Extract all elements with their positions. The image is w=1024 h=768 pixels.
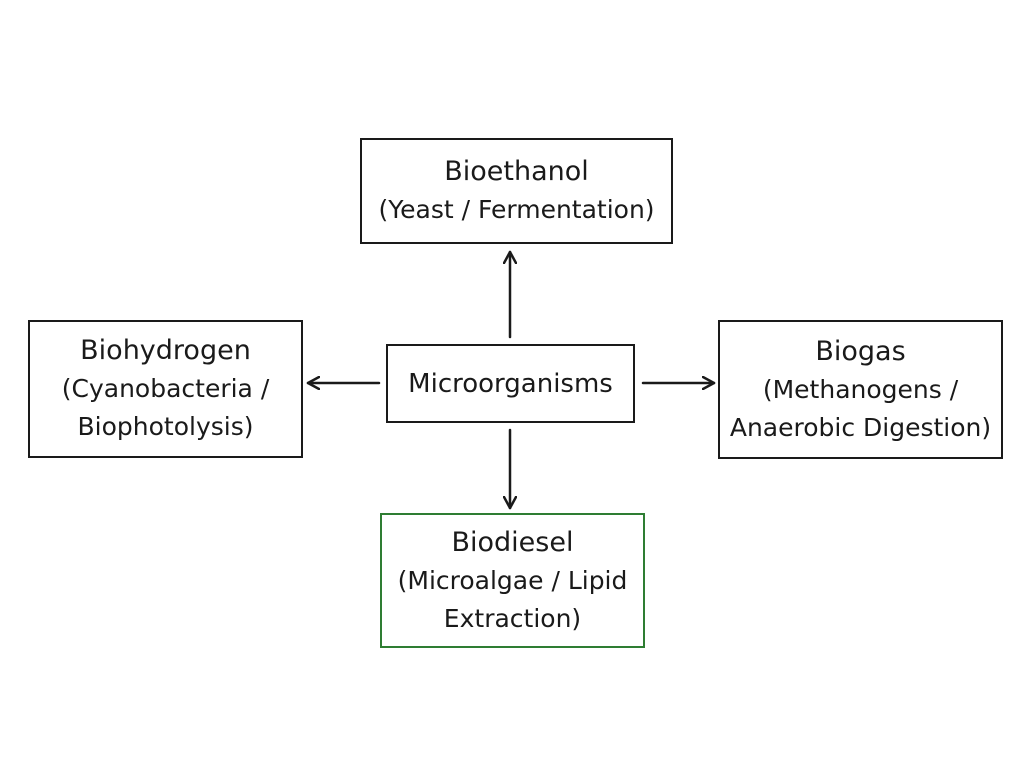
biohydrogen-title: Biohydrogen bbox=[80, 335, 251, 366]
biogas-detail-line: Anaerobic Digestion) bbox=[729, 412, 992, 442]
bioethanol-node: Bioethanol (Yeast / Fermentation) bbox=[360, 138, 673, 244]
biodiesel-node: Biodiesel (Microalgae / Lipid Extraction… bbox=[380, 513, 645, 648]
biogas-detail-line: (Methanogens / bbox=[762, 374, 959, 404]
biogas-title: Biogas bbox=[815, 335, 906, 367]
biohydrogen-detail-line: Biophotolysis) bbox=[77, 412, 254, 441]
biohydrogen-node: Biohydrogen (Cyanobacteria / Biophotolys… bbox=[28, 320, 303, 458]
bioethanol-detail-line: (Yeast / Fermentation) bbox=[378, 195, 655, 224]
biogas-node: Biogas (Methanogens / Anaerobic Digestio… bbox=[718, 320, 1003, 459]
biodiesel-detail-line: Extraction) bbox=[443, 603, 582, 633]
biohydrogen-detail-line: (Cyanobacteria / bbox=[61, 374, 270, 403]
bioethanol-title: Bioethanol bbox=[444, 156, 589, 187]
microorganisms-node: Microorganisms bbox=[386, 344, 635, 423]
biodiesel-detail-line: (Microalgae / Lipid bbox=[397, 565, 628, 595]
biodiesel-title: Biodiesel bbox=[451, 526, 574, 558]
microorganisms-label: Microorganisms bbox=[408, 368, 613, 399]
